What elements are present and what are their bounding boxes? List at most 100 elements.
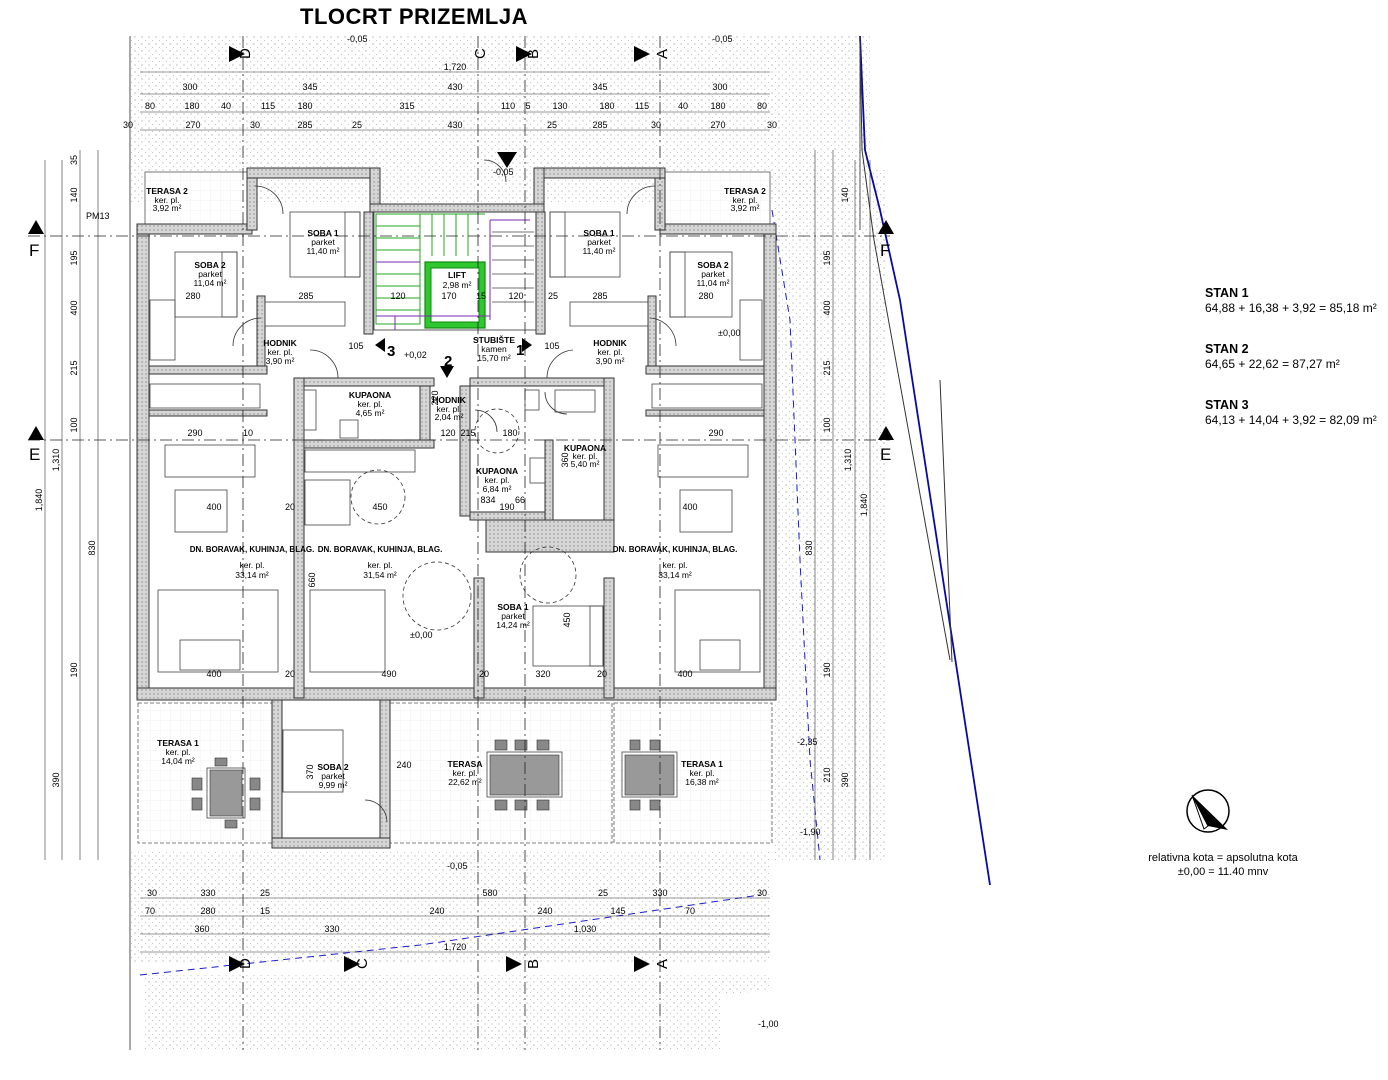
svg-text:11,04 m²: 11,04 m² [697, 278, 730, 288]
svg-text:11,04 m²: 11,04 m² [194, 278, 227, 288]
dim-top-2: 40 [678, 101, 688, 111]
svg-text:SOBA 1: SOBA 1 [497, 602, 529, 612]
dim-top-2: 80 [757, 101, 767, 111]
svg-text:parket: parket [311, 237, 335, 247]
svg-text:TERASA 2: TERASA 2 [724, 186, 766, 196]
property-boundary [139, 35, 991, 976]
dim-top-2: 130 [552, 101, 567, 111]
dim-top-2: 180 [297, 101, 312, 111]
svg-text:11,40 m²: 11,40 m² [583, 246, 616, 256]
summary-stan-3: STAN 3 64,13 + 14,04 + 3,92 = 82,09 m² [1205, 398, 1377, 428]
level-bottom: -0,05 [447, 861, 468, 871]
dim-bottom-1: 330 [200, 888, 215, 898]
svg-text:parket: parket [321, 771, 345, 781]
dim-right-chain: 400 [822, 300, 832, 315]
svg-text:HODNIK: HODNIK [263, 338, 297, 348]
dim-misc: 120 [508, 291, 523, 301]
svg-text:33,14 m²: 33,14 m² [235, 570, 269, 580]
axis-label-bottom-a: A [654, 959, 671, 969]
stair-marker-2: 2 [444, 353, 452, 370]
svg-text:ker. pl.: ker. pl. [662, 560, 687, 570]
dim-misc: 285 [298, 291, 313, 301]
dim-top-2: 80 [145, 101, 155, 111]
dim-misc: 285 [592, 291, 607, 301]
dim-misc: 66 [515, 495, 525, 505]
dim-misc: 834 [480, 495, 495, 505]
svg-text:STUBIŠTE: STUBIŠTE [473, 334, 515, 345]
dim-bottom-total: 1,720 [444, 942, 467, 952]
svg-text:5,40 m²: 5,40 m² [571, 459, 600, 469]
dim-misc: 105 [348, 341, 363, 351]
dim-left-chain: 215 [69, 360, 79, 375]
room-label: DN. BORAVAK, KUHINJA, BLAG.ker. pl.31,54… [318, 545, 443, 580]
dim-bottom-2: 70 [145, 906, 155, 916]
svg-text:ker. pl.: ker. pl. [732, 195, 757, 205]
room-label: DN. BORAVAK, KUHINJA, BLAG.ker. pl.33,14… [613, 545, 738, 580]
grid-axes [28, 36, 890, 1050]
dim-bottom-2: 145 [610, 906, 625, 916]
svg-text:TERASA 1: TERASA 1 [157, 738, 199, 748]
dim-misc: 25 [548, 291, 558, 301]
dim-row-e: 180 [502, 428, 517, 438]
dim-row-bot: 400 [206, 669, 221, 679]
level-bottom-right: -1,00 [758, 1019, 779, 1029]
svg-text:SOBA 2: SOBA 2 [317, 762, 349, 772]
summary-name: STAN 2 [1205, 342, 1249, 356]
elevation-note-line1: relativna kota = apsolutna kota [1148, 852, 1298, 864]
dim-right-chain: 215 [822, 360, 832, 375]
axis-markers [28, 46, 894, 972]
dim-right-chain: 390 [840, 772, 850, 787]
svg-text:parket: parket [198, 269, 222, 279]
svg-text:ker. pl.: ker. pl. [165, 747, 190, 757]
summary-stan-2: STAN 2 64,65 + 22,62 = 87,27 m² [1205, 342, 1340, 372]
summary-formula: 64,88 + 16,38 + 3,92 = 85,18 m² [1205, 301, 1377, 315]
dim-misc: 120 [390, 291, 405, 301]
svg-text:16,38 m²: 16,38 m² [685, 777, 719, 787]
svg-text:ker. pl.: ker. pl. [267, 347, 292, 357]
svg-text:parket: parket [587, 237, 611, 247]
dim-row-bot: 20 [285, 669, 295, 679]
svg-text:DN. BORAVAK, KUHINJA, BLAG.: DN. BORAVAK, KUHINJA, BLAG. [613, 545, 738, 554]
axis-label-left-e: E [29, 445, 40, 464]
dim-bottom-1: 25 [260, 888, 270, 898]
dim-left-chain: 195 [69, 250, 79, 265]
svg-text:TERASA 1: TERASA 1 [681, 759, 723, 769]
dim-misc: 15 [476, 291, 486, 301]
dim-right-sub: 1,310 [843, 449, 853, 472]
axis-label-bottom-b: B [525, 959, 542, 969]
svg-text:SOBA 1: SOBA 1 [583, 228, 615, 238]
dim-row-e: 290 [708, 428, 723, 438]
svg-text:9,99 m²: 9,99 m² [319, 780, 348, 790]
svg-text:14,24 m²: 14,24 m² [496, 620, 530, 630]
svg-text:DN. BORAVAK, KUHINJA, BLAG.: DN. BORAVAK, KUHINJA, BLAG. [190, 545, 315, 554]
dim-misc: 240 [396, 760, 411, 770]
svg-text:TERASA 2: TERASA 2 [146, 186, 188, 196]
svg-text:KUPAONA: KUPAONA [564, 443, 606, 453]
svg-text:ker. pl.: ker. pl. [452, 768, 477, 778]
elevation-note-line2: ±0,00 = 11.40 mnv [1177, 866, 1269, 878]
north-arrow-icon [1186, 789, 1230, 833]
dim-row-mid: 400 [206, 502, 221, 512]
svg-text:KUPAONA: KUPAONA [476, 466, 518, 476]
dim-row-e: 215 [460, 428, 475, 438]
dim-right-total: 1,840 [859, 494, 869, 517]
svg-text:ker. pl.: ker. pl. [436, 404, 461, 414]
svg-text:SOBA 2: SOBA 2 [194, 260, 226, 270]
dim-row-bot: 20 [479, 669, 489, 679]
dim-bottom-2: 240 [429, 906, 444, 916]
dim-misc: 360 [560, 452, 570, 467]
dim-misc: 105 [544, 341, 559, 351]
dim-right-chain: 100 [822, 417, 832, 432]
svg-text:6,84 m²: 6,84 m² [483, 484, 512, 494]
dim-top-2: 110 [501, 101, 515, 111]
